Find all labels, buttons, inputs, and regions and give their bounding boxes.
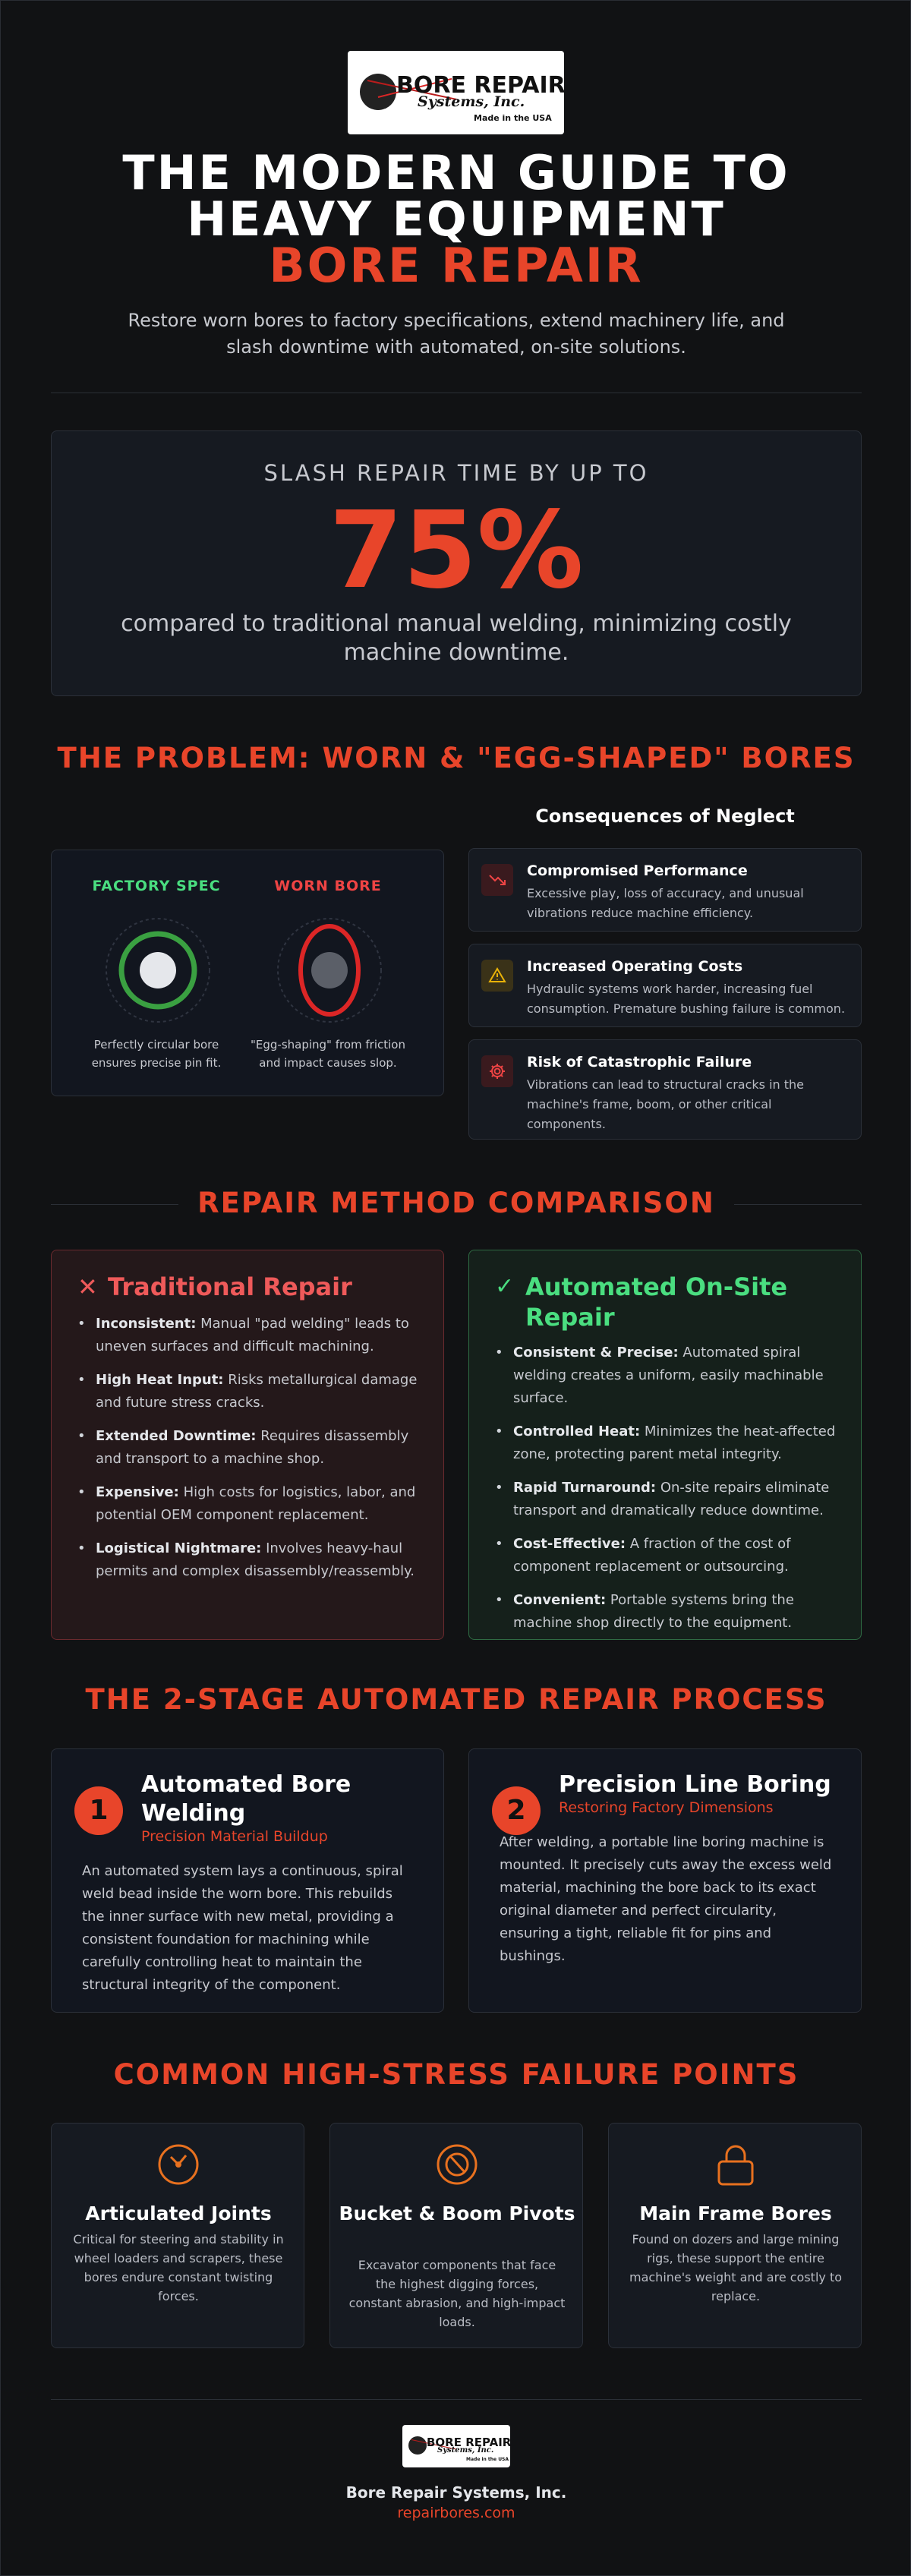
process-section-title: THE 2-STAGE AUTOMATED REPAIR PROCESS [85, 1683, 827, 1716]
traditional-repair-heading: ✕ Traditional Repair [77, 1272, 352, 1302]
failure-point-title: Articulated Joints [85, 2202, 272, 2224]
list-item: Inconsistent: Manual "pad welding" leads… [77, 1313, 422, 1358]
consequence-text: Vibrations can lead to structural cracks… [527, 1077, 805, 1131]
failure-point-card: Main Frame Bores Found on dozers and lar… [608, 2123, 862, 2348]
kpi-value: 75% [329, 489, 584, 613]
footer-logo-subtext: Systems, Inc. [437, 2446, 494, 2455]
factory-bore-diagram [106, 918, 210, 1023]
consequence-text: Excessive play, loss of accuracy, and un… [527, 886, 804, 920]
list-item: Rapid Turnaround: On-site repairs elimin… [495, 1477, 840, 1522]
page-title: THE MODERN GUIDE TO HEAVY EQUIPMENT BORE… [1, 145, 911, 293]
consequence-title: Risk of Catastrophic Failure [527, 1054, 752, 1070]
process-step-2: 2 Precision Line Boring Restoring Factor… [468, 1748, 862, 2013]
failure-point-text: Excavator components that face the highe… [348, 2258, 566, 2329]
hero-subtitle: Restore worn bores to factory specificat… [128, 310, 785, 358]
worn-bore-caption: "Egg-shaping" from friction and impact c… [250, 1038, 405, 1070]
list-item: High Heat Input: Risks metallurgical dam… [77, 1369, 422, 1414]
problem-section-title: THE PROBLEM: WORN & "EGG-SHAPED" BORES [57, 742, 856, 774]
failure-point-card: Articulated Joints Critical for steering… [51, 2123, 304, 2348]
trending-down-icon [481, 864, 513, 896]
list-item: Convenient: Portable systems bring the m… [495, 1589, 840, 1635]
warning-icon [481, 960, 513, 992]
divider-right [734, 1204, 862, 1205]
joint-icon [158, 2144, 199, 2185]
consequence-title: Increased Operating Costs [527, 958, 743, 975]
list-item: Controlled Heat: Minimizes the heat-affe… [495, 1420, 840, 1466]
footer-logo-tagline: Made in the USA [466, 2457, 509, 2462]
title-line-3: BORE REPAIR [269, 238, 644, 293]
traditional-repair-list: Inconsistent: Manual "pad welding" leads… [77, 1313, 422, 1594]
step-subtitle: Precision Material Buildup [141, 1828, 328, 1845]
factory-spec-label: FACTORY SPEC [92, 878, 221, 894]
failure-point-text: Critical for steering and stability in w… [73, 2232, 284, 2303]
consequence-card-failure: Risk of Catastrophic Failure Vibrations … [468, 1039, 862, 1140]
pivot-icon [437, 2144, 478, 2185]
comparison-section-title: REPAIR METHOD COMPARISON [197, 1187, 715, 1219]
x-icon: ✕ [77, 1272, 98, 1301]
step-number: 2 [492, 1786, 541, 1835]
automated-repair-title: Automated On-Site Repair [525, 1272, 788, 1332]
footer-logo-wordmark: BORE REPAIR [427, 2436, 512, 2449]
step-subtitle: Restoring Factory Dimensions [559, 1799, 774, 1816]
automated-repair-heading: ✓ Automated On-Site Repair [495, 1272, 861, 1332]
title-line-2: HEAVY EQUIPMENT [187, 191, 726, 247]
step-title: Automated Bore Welding [141, 1771, 351, 1827]
automated-repair-list: Consistent & Precise: Automated spiral w… [495, 1342, 840, 1645]
footer-website-link[interactable]: repairbores.com [397, 2505, 515, 2521]
failure-point-title: Main Frame Bores [639, 2202, 832, 2224]
automated-repair-card: ✓ Automated On-Site Repair Consistent & P… [468, 1250, 862, 1640]
failure-point-title: Bucket & Boom Pivots [339, 2202, 575, 2224]
logo-subtext: Systems, Inc. [418, 93, 525, 110]
failure-point-card: Bucket & Boom Pivots Excavator component… [329, 2123, 583, 2348]
list-item: Consistent & Precise: Automated spiral w… [495, 1342, 840, 1410]
kpi-label: SLASH REPAIR TIME BY UP TO [263, 460, 649, 486]
traditional-repair-card: ✕ Traditional Repair Inconsistent: Manual… [51, 1250, 444, 1640]
worn-bore-label: WORN BORE [274, 878, 382, 894]
failure-points-section-title: COMMON HIGH-STRESS FAILURE POINTS [113, 2058, 799, 2091]
footer-company-name: Bore Repair Systems, Inc. [345, 2483, 567, 2502]
consequence-card-performance: Compromised Performance Excessive play, … [468, 848, 862, 932]
logo-wordmark: BORE REPAIR [396, 72, 566, 99]
worn-bore-diagram [277, 918, 382, 1023]
step-text: After welding, a portable line boring ma… [500, 1834, 832, 1964]
bore-diagram-card: FACTORY SPEC WORN BORE Perfectly circula… [51, 850, 444, 1096]
footer-logo: BORE REPAIR Systems, Inc. Made in the US… [402, 2425, 512, 2467]
lock-icon [717, 2145, 754, 2186]
process-step-1: 1 Automated Bore Welding Precision Mater… [51, 1748, 444, 2013]
company-logo: BORE REPAIR Systems, Inc. Made in the US… [348, 51, 566, 134]
step-text: An automated system lays a continuous, s… [82, 1863, 403, 1993]
consequences-title: Consequences of Neglect [535, 806, 795, 827]
list-item: Expensive: High costs for logistics, lab… [77, 1481, 422, 1527]
gear-icon [481, 1055, 513, 1087]
list-item: Cost-Effective: A fraction of the cost o… [495, 1533, 840, 1578]
kpi-card: SLASH REPAIR TIME BY UP TO 75% compared … [51, 430, 862, 696]
footer-divider [51, 2399, 862, 2400]
logo-tagline: Made in the USA [474, 113, 552, 123]
step-title: Precision Line Boring [559, 1771, 831, 1798]
kpi-description: compared to traditional manual welding, … [121, 610, 792, 666]
step-number: 1 [74, 1786, 123, 1835]
title-line-1: THE MODERN GUIDE TO [122, 145, 790, 200]
consequence-title: Compromised Performance [527, 862, 748, 879]
consequence-text: Hydraulic systems work harder, increasin… [527, 982, 846, 1016]
factory-spec-caption: Perfectly circular bore ensures precise … [91, 1038, 222, 1070]
list-item: Extended Downtime: Requires disassembly … [77, 1425, 422, 1471]
list-item: Logistical Nightmare: Involves heavy-hau… [77, 1537, 422, 1583]
failure-point-text: Found on dozers and large mining rigs, t… [629, 2232, 842, 2303]
divider-left [51, 1204, 178, 1205]
traditional-repair-title: Traditional Repair [108, 1272, 352, 1301]
check-icon: ✓ [495, 1273, 515, 1300]
consequence-card-costs: Increased Operating Costs Hydraulic syst… [468, 944, 862, 1027]
